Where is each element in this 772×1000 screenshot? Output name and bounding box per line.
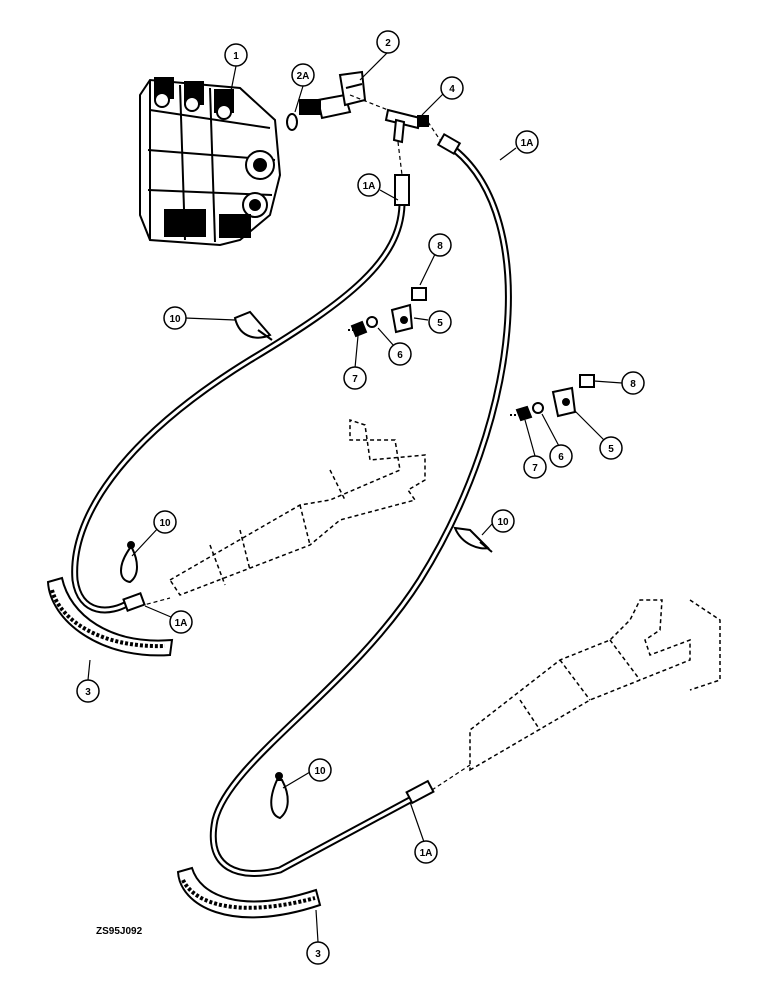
callout-c1a-left: 1A [169,610,193,634]
callout-c5-top: 5 [428,310,452,334]
svg-text:1: 1 [233,51,239,62]
hose-fitting-right-bottom [405,779,435,805]
callout-c2a: 2A [291,63,315,87]
svg-text:10: 10 [314,766,326,777]
svg-text:6: 6 [397,350,403,361]
lift-arm-upper [168,418,426,596]
svg-text:6: 6 [558,452,564,463]
callout-c2: 2 [376,30,400,54]
cable-tie-left [120,541,138,584]
cable-tie-bottom [270,772,289,820]
svg-text:8: 8 [437,241,443,252]
callout-c7-right: 7 [523,455,547,479]
callout-c8-top: 8 [428,233,452,257]
hose-fitting-right-top [436,132,462,156]
svg-text:3: 3 [315,949,321,960]
svg-text:4: 4 [449,84,455,95]
hose-guard-bottom [176,866,322,919]
callout-c1a-bottom: 1A [414,840,438,864]
svg-text:1A: 1A [420,848,433,859]
svg-text:5: 5 [608,444,614,455]
callout-c4: 4 [440,76,464,100]
svg-text:10: 10 [159,518,171,529]
svg-text:2A: 2A [297,71,310,82]
hose-right [209,147,512,877]
hose-left [71,204,406,614]
svg-text:7: 7 [532,463,538,474]
callout-c10-bottom: 10 [308,758,332,782]
callout-c1a-top-right: 1A [515,130,539,154]
callout-c1a-top-left: 1A [357,173,381,197]
callout-c10-top: 10 [163,306,187,330]
callout-c6-top: 6 [388,342,412,366]
lift-arm-lower [469,599,721,772]
callout-c7-top: 7 [343,366,367,390]
svg-text:2: 2 [385,38,391,49]
hose-fitting-left-bottom [122,592,146,612]
cable-tie-top [233,310,273,341]
reference-code: ZS95J092 [96,926,143,937]
hose-fitting-left-top [394,174,410,206]
hose-guard-left [46,576,174,657]
elbow-fitting [299,70,367,120]
callout-c6-right: 6 [549,444,573,468]
control-valve [139,77,282,247]
svg-text:10: 10 [497,517,509,528]
svg-text:1A: 1A [521,138,534,149]
svg-text:5: 5 [437,318,443,329]
callout-c8-right: 8 [621,371,645,395]
clamp-hardware-top [348,287,427,338]
callout-c3-bottom: 3 [306,941,330,965]
leader-lines [87,51,623,943]
tee-fitting [384,108,429,144]
clamp-hardware-right [510,374,595,422]
svg-text:1A: 1A [363,181,376,192]
svg-text:1A: 1A [175,618,188,629]
svg-text:8: 8 [630,379,636,390]
callout-c10-left: 10 [153,510,177,534]
connection-lines [139,94,471,791]
callout-c3-left: 3 [76,679,100,703]
svg-text:7: 7 [352,374,358,385]
svg-text:10: 10 [169,314,181,325]
callout-c5-right: 5 [599,436,623,460]
o-ring [286,113,298,131]
svg-text:3: 3 [85,687,91,698]
callout-c10-middle: 10 [491,509,515,533]
cable-tie-middle [453,526,493,553]
callout-c1: 1 [224,43,248,67]
